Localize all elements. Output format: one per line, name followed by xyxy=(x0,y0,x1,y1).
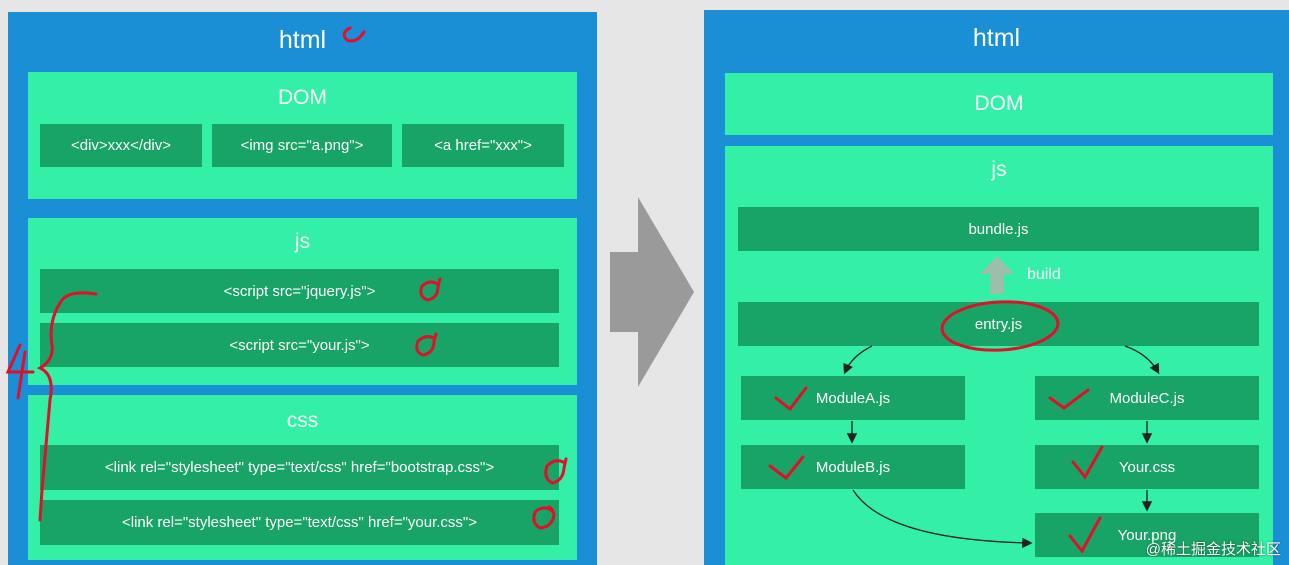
watermark: @稀土掘金技术社区 xyxy=(1145,541,1281,558)
module-c: ModuleC.js xyxy=(1035,376,1259,420)
left-html-title: html xyxy=(278,26,327,54)
your-css: Your.css xyxy=(1035,445,1259,489)
dom-item-img: <img src="a.png"> xyxy=(212,124,392,167)
left-js-box: js <script src="jquery.js"> <script src=… xyxy=(28,218,577,385)
left-js-title: js xyxy=(294,230,311,253)
bundle-js: bundle.js xyxy=(738,207,1259,251)
right-js-title: js xyxy=(991,158,1007,181)
link-bootstrap: <link rel="stylesheet" type="text/css" h… xyxy=(40,445,559,490)
right-dom-box: DOM xyxy=(725,73,1273,135)
module-b: ModuleB.js xyxy=(741,445,965,489)
left-css-title: css xyxy=(286,409,319,432)
entry-js: entry.js xyxy=(738,302,1259,346)
transform-arrow-icon xyxy=(610,197,694,387)
right-html-title: html xyxy=(972,24,1021,52)
script-your: <script src="your.js"> xyxy=(40,323,559,367)
dom-item-div: <div>xxx</div> xyxy=(40,124,202,167)
script-jquery: <script src="jquery.js"> xyxy=(40,269,559,313)
build-label: build xyxy=(1027,266,1061,283)
link-your-css: <link rel="stylesheet" type="text/css" h… xyxy=(40,500,559,545)
left-dom-title: DOM xyxy=(278,86,327,109)
left-dom-box: DOM <div>xxx</div> <img src="a.png"> <a … xyxy=(28,72,577,199)
module-a: ModuleA.js xyxy=(741,376,965,420)
left-css-box: css <link rel="stylesheet" type="text/cs… xyxy=(28,395,577,560)
right-dom-title: DOM xyxy=(974,92,1024,115)
dom-item-a: <a href="xxx"> xyxy=(402,124,564,167)
